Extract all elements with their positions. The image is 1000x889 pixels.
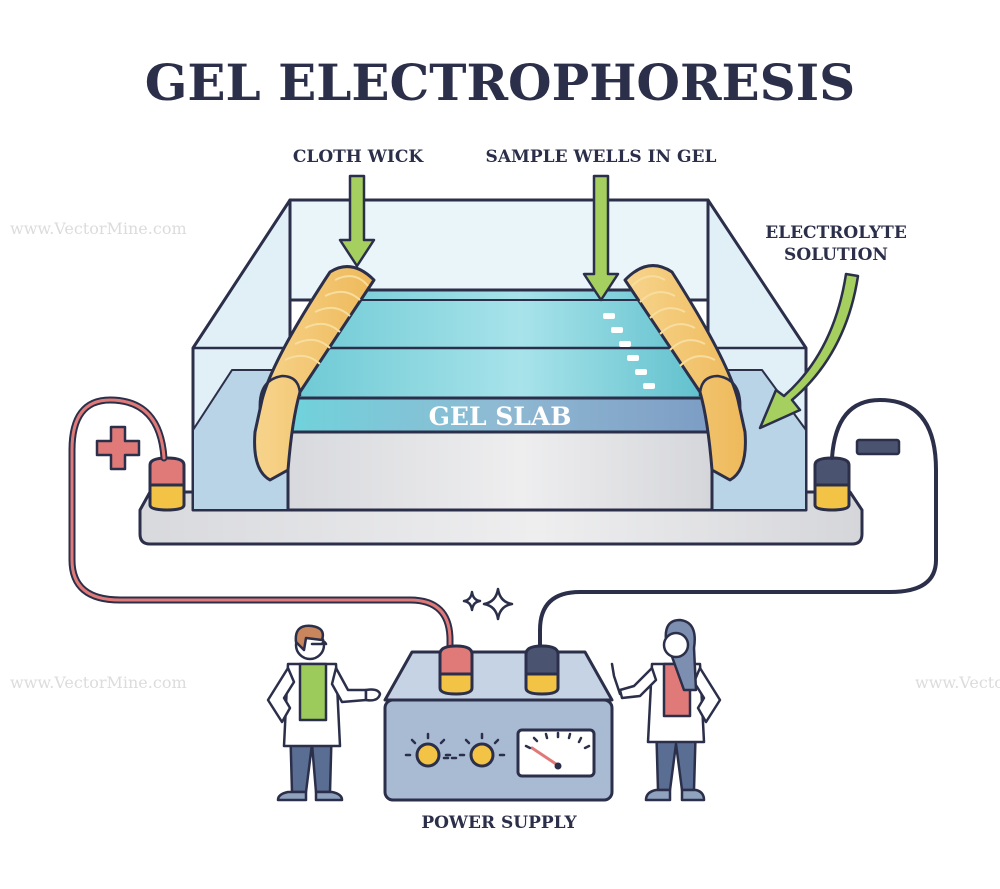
power-supply-label: POWER SUPPLY	[421, 813, 577, 833]
knob-right	[469, 742, 495, 768]
scientist-right-head	[662, 631, 690, 659]
gel-slab-front	[286, 396, 714, 434]
power-supply	[383, 644, 614, 802]
negative-electrode	[813, 456, 851, 512]
voltage-meter	[516, 728, 596, 778]
meter-needle	[530, 746, 558, 766]
sample-well	[627, 355, 639, 361]
sample-well	[611, 327, 623, 333]
scientist-right-pipette	[610, 662, 622, 696]
title: GEL ELECTROPHORESIS	[145, 53, 856, 112]
scientist-right	[610, 618, 722, 802]
wick-right-roll	[698, 374, 742, 411]
positive-electrode-base	[148, 483, 186, 512]
pointer-arrows	[338, 174, 860, 430]
sample-wells	[603, 313, 655, 389]
sample-well	[619, 341, 631, 347]
gel-slab-label: GEL SLAB	[429, 402, 572, 431]
positive-terminal-cap	[438, 644, 474, 676]
sample-well	[603, 313, 615, 319]
electrolyte-label-line1: ELECTROLYTE	[765, 223, 907, 243]
negative-terminal-base	[524, 672, 560, 696]
scientist-left	[266, 624, 382, 802]
watermark-text: www.VectorMine.com	[915, 673, 1000, 692]
scientist-right-arm-left	[618, 666, 658, 700]
plus-icon	[95, 425, 141, 471]
scientist-left-glasses	[310, 640, 328, 646]
scientist-left-shoes	[276, 790, 344, 802]
electrolyte-arrow	[758, 272, 860, 430]
sparkle-icon	[482, 587, 514, 621]
scientist-right-shoes	[644, 788, 706, 802]
wick-right-texture	[631, 275, 716, 367]
watermark-text: www.VectorMine.com	[10, 219, 187, 238]
scientist-left-hand	[364, 688, 382, 702]
negative-terminal-cap	[524, 644, 560, 676]
scientist-left-hair	[294, 624, 325, 652]
wick-left-body	[253, 265, 376, 482]
negative-electrode-cap	[813, 456, 851, 487]
sample-well	[643, 383, 655, 389]
sample-well	[635, 369, 647, 375]
minus-icon	[855, 438, 901, 456]
wick-right-body	[623, 264, 747, 482]
positive-wire-color	[70, 398, 452, 650]
positive-terminal-base	[438, 672, 474, 696]
wick-left-texture	[284, 275, 369, 365]
scientist-left-shirt	[298, 662, 328, 722]
meter-pivot	[554, 762, 562, 770]
knob-left	[415, 742, 441, 768]
scientist-left-arm-left	[266, 666, 296, 724]
electrophoresis-tank	[138, 198, 864, 546]
cloth-wick-left	[253, 265, 376, 482]
cloth-wick-right	[623, 264, 747, 482]
cloth-wick-label: CLOTH WICK	[293, 147, 424, 167]
sample-wells-arrow	[582, 174, 620, 302]
sparkle-icon	[462, 590, 482, 612]
electrolyte-label-line2: SOLUTION	[784, 245, 888, 265]
wick-left-roll	[258, 374, 302, 411]
sparkle-icons	[462, 587, 514, 621]
gel-chamber	[286, 430, 714, 512]
negative-wire	[538, 397, 938, 650]
negative-electrode-base	[813, 483, 851, 512]
knob-ticks	[404, 731, 591, 757]
positive-electrode-cap	[148, 456, 186, 487]
positive-electrode	[148, 456, 186, 512]
watermark-text: www.VectorMine.com	[10, 673, 187, 692]
cloth-wick-arrow	[338, 174, 376, 268]
wires	[68, 396, 938, 652]
power-supply-top	[383, 650, 614, 702]
sample-wells-label: SAMPLE WELLS IN GEL	[486, 147, 717, 167]
